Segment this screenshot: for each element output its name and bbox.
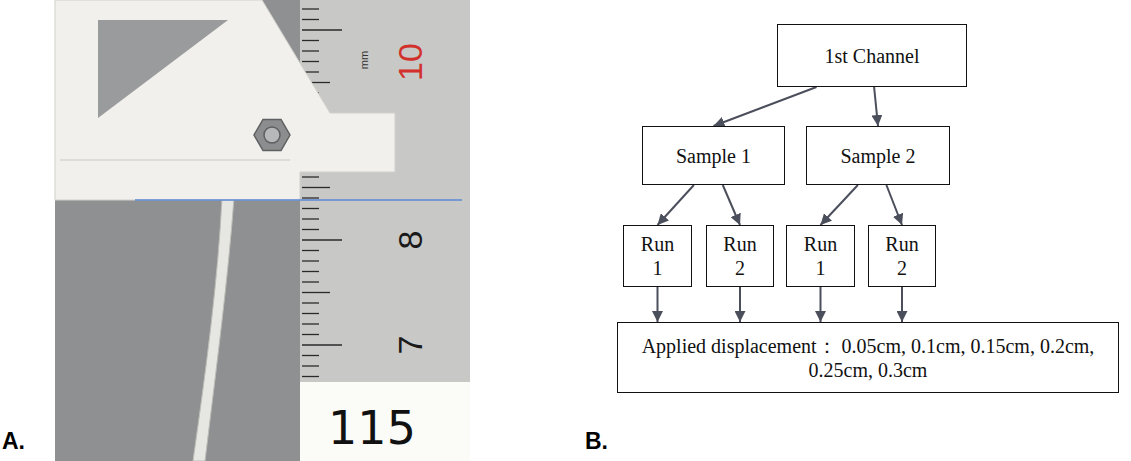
process-box: Sample 1 xyxy=(642,126,785,185)
ruler-tick xyxy=(302,260,319,261)
process-box: Run 1 xyxy=(623,225,692,287)
process-box: Applied displacement： 0.05cm, 0.1cm, 0.1… xyxy=(617,322,1119,393)
ruler-tick xyxy=(302,376,319,377)
beam-strip xyxy=(193,198,234,461)
arrow-connector xyxy=(901,287,903,322)
box-text: Run 2 xyxy=(719,232,761,280)
ruler-tick xyxy=(302,292,330,293)
ruler-tick xyxy=(302,50,319,51)
ruler-tick xyxy=(302,271,319,272)
process-box: Run 2 xyxy=(706,225,774,287)
ruler-tick xyxy=(302,61,319,62)
box-text: Applied displacement： 0.05cm, 0.1cm, 0.1… xyxy=(626,334,1110,382)
ruler-tick xyxy=(302,323,319,324)
ruler-tick xyxy=(302,29,342,30)
ruler-number: 8 xyxy=(393,231,427,250)
ruler-number: 10 xyxy=(393,43,427,81)
arrow-connector xyxy=(886,185,902,225)
arrow-connector xyxy=(820,287,822,322)
ruler-tick xyxy=(302,302,319,303)
ruler-tick xyxy=(302,365,319,366)
arrow-connector xyxy=(821,185,858,225)
ruler-tick xyxy=(302,218,319,219)
bracket-opening xyxy=(98,20,228,118)
ruler xyxy=(300,0,470,461)
ruler-tick xyxy=(302,313,319,314)
panel-label: A. xyxy=(2,430,25,453)
ruler-tick xyxy=(302,208,319,209)
arrow-connector xyxy=(739,287,741,322)
ruler-tick xyxy=(302,239,342,240)
printed-bracket xyxy=(55,0,395,200)
sample-number: 115 xyxy=(328,405,416,451)
bolt-head xyxy=(264,127,280,143)
box-text: Sample 1 xyxy=(676,144,751,168)
ruler-tick xyxy=(302,344,342,345)
arrow-connector xyxy=(874,87,878,126)
arrow-connector xyxy=(657,287,659,322)
box-text: 1st Channel xyxy=(825,44,920,68)
process-box: Sample 2 xyxy=(806,126,950,185)
ruler-tick xyxy=(302,250,319,251)
ruler-tick xyxy=(302,355,319,356)
process-box: 1st Channel xyxy=(777,24,967,87)
ruler-tick xyxy=(302,8,319,9)
box-text: Run 1 xyxy=(799,232,842,280)
ruler-tick xyxy=(302,19,319,20)
box-text: Run 1 xyxy=(636,232,679,280)
box-text: Sample 2 xyxy=(841,144,916,168)
ruler-tick xyxy=(302,229,319,230)
ruler-number: 7 xyxy=(393,336,427,355)
arrow-connector xyxy=(658,185,694,225)
arrow-connector xyxy=(723,185,740,225)
sample-card xyxy=(300,382,470,461)
reference-line xyxy=(135,199,462,201)
ruler-tick xyxy=(302,281,319,282)
arrow-connector xyxy=(714,87,817,126)
ruler-tick xyxy=(302,40,319,41)
ruler-tick xyxy=(302,176,319,177)
process-box: Run 2 xyxy=(868,225,936,287)
bracket-ridge xyxy=(60,159,290,161)
box-text: Run 2 xyxy=(881,232,923,280)
panel-label: B. xyxy=(585,430,608,453)
hex-nut xyxy=(254,119,290,150)
ruler-tick xyxy=(302,334,319,335)
ruler-tick xyxy=(302,197,319,198)
process-box: Run 1 xyxy=(786,225,855,287)
ruler-tick xyxy=(302,187,330,188)
ruler-unit: mm xyxy=(359,51,370,69)
